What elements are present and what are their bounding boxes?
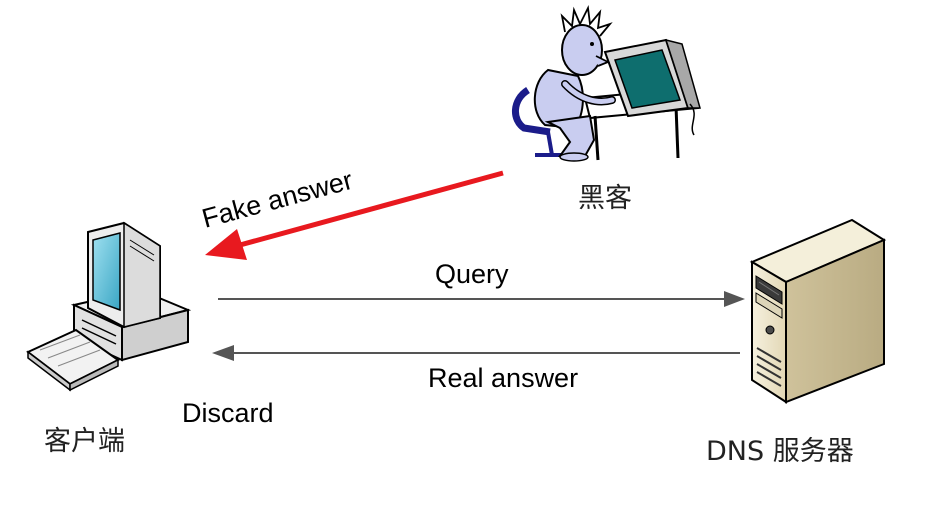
real-answer-arrow [212,345,740,361]
client-label: 客户端 [44,426,125,457]
discard-label: Discard [182,398,274,428]
dns-server-label: DNS 服务器 [706,436,854,467]
query-arrow [218,291,745,307]
hacker-icon [512,4,701,162]
dns-server-icon [749,218,887,404]
fake-answer-label: Fake answer [199,165,356,234]
fake-answer-arrow [205,170,504,260]
real-answer-label: Real answer [428,363,578,393]
hacker-label: 黑客 [578,183,632,214]
client-computer-icon [26,221,192,392]
query-label: Query [435,259,509,289]
